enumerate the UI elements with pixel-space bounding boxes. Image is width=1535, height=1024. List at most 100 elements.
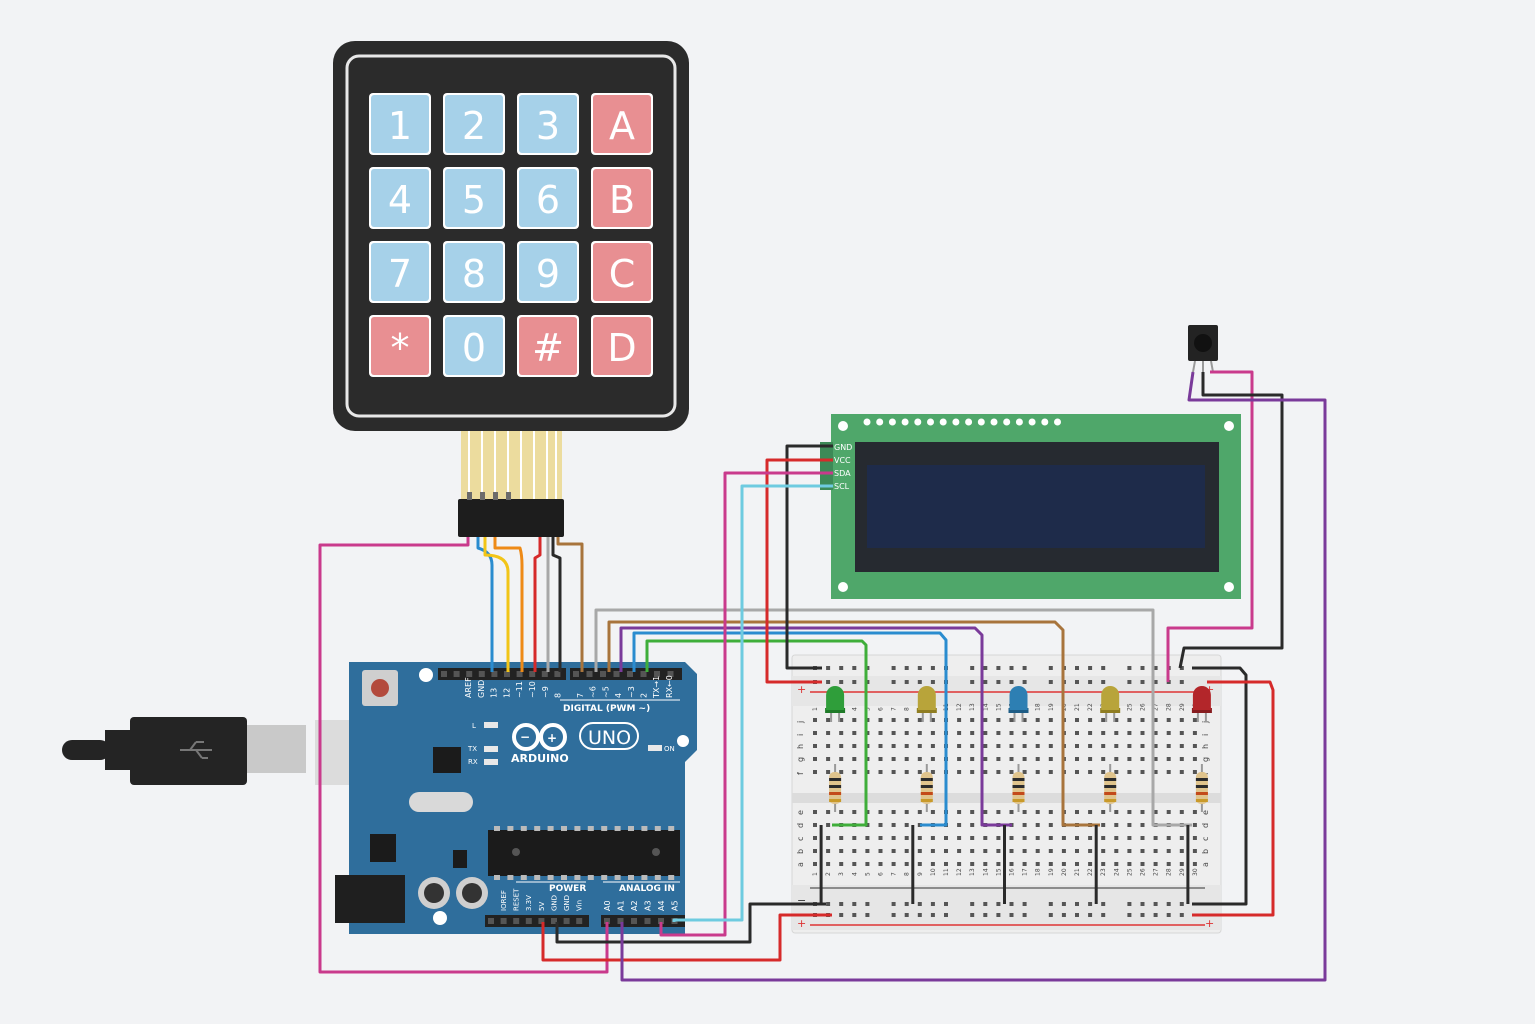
led-label-tx: TX <box>467 745 477 753</box>
wire-magenta-ir[interactable] <box>1166 370 1254 682</box>
breadboard-column-number: 5 <box>864 707 871 711</box>
rail-plus-top-right: + <box>1205 683 1214 696</box>
keypad-key-label: 8 <box>462 252 486 296</box>
breadboard-row-letter: c <box>1201 837 1210 841</box>
ir-receiver[interactable] <box>1188 325 1218 373</box>
led-label-on: ON <box>664 745 675 753</box>
led-olive[interactable] <box>1100 686 1121 722</box>
keypad-key-label: 7 <box>388 252 412 296</box>
wires[interactable] <box>318 370 1327 982</box>
wire-brown-bb[interactable] <box>607 620 1100 827</box>
arduino-model: UNO <box>588 727 631 749</box>
wire-magenta-lcd-sda[interactable] <box>659 471 833 937</box>
keypad-key-label: 2 <box>462 104 486 148</box>
breadboard-column-number: 23 <box>1100 868 1107 876</box>
wire-blue-keypad[interactable] <box>476 537 494 672</box>
breadboard-row-letter: a <box>796 862 805 867</box>
breadboard-column-number: 7 <box>891 707 898 711</box>
wire-yellow-keypad[interactable] <box>483 537 510 672</box>
digital-pin-label: 13 <box>490 688 499 698</box>
led-olive[interactable] <box>916 686 937 722</box>
breadboard-row-letter: j <box>1201 721 1210 724</box>
wire-black-ir[interactable] <box>1178 372 1284 669</box>
wire-grey-bb[interactable] <box>594 608 1192 827</box>
wire-brown-keypad[interactable] <box>556 537 584 672</box>
keypad-key-D[interactable]: D <box>591 315 653 377</box>
keypad-key-6[interactable]: 6 <box>517 167 579 229</box>
keypad-key-0[interactable]: 0 <box>443 315 505 377</box>
keypad-key-label: 4 <box>388 178 412 222</box>
led-blue[interactable] <box>1008 686 1029 722</box>
digital-pin-label: RX←0 <box>665 675 674 698</box>
keypad-key-#[interactable]: # <box>517 315 579 377</box>
breadboard-column-number: 29 <box>1179 703 1186 711</box>
breadboard-components[interactable] <box>819 686 1212 904</box>
breadboard-column-number: 3 <box>838 872 845 876</box>
keypad-key-1[interactable]: 1 <box>369 93 431 155</box>
resistor[interactable] <box>1104 764 1117 812</box>
keypad-key-A[interactable]: A <box>591 93 653 155</box>
wire-red-keypad[interactable] <box>533 537 542 672</box>
wire-red-rail-right[interactable] <box>1192 680 1275 917</box>
wire-magenta-keypad[interactable] <box>318 537 609 974</box>
wire-red-lcd-vcc[interactable] <box>765 458 833 684</box>
resistor[interactable] <box>920 764 933 812</box>
breadboard-row-letter: h <box>1201 744 1210 749</box>
breadboard-row-letter: b <box>796 849 805 854</box>
resistor[interactable] <box>1195 764 1208 812</box>
lcd-pin-vcc: VCC <box>834 456 851 465</box>
led-green[interactable] <box>825 686 846 722</box>
breadboard-row-letter: e <box>1201 810 1210 815</box>
breadboard[interactable]: jjiihhggffeeddccbbaa11223344556677889910… <box>791 654 1222 934</box>
digital-pin-label: 8 <box>554 693 563 698</box>
wire-orange-keypad[interactable] <box>493 537 524 672</box>
resistor[interactable] <box>829 764 842 812</box>
wire-purple-bb[interactable] <box>619 626 1012 827</box>
keypad-key-label: 3 <box>536 104 560 148</box>
breadboard-column-number: 18 <box>1035 868 1042 876</box>
wire-blue-bb[interactable] <box>632 631 948 827</box>
keypad-key-7[interactable]: 7 <box>369 241 431 303</box>
keypad-key-4[interactable]: 4 <box>369 167 431 229</box>
lcd-module[interactable]: GND VCC SDA SCL <box>820 414 1241 599</box>
keypad-key-label: 1 <box>388 104 412 148</box>
keypad-key-5[interactable]: 5 <box>443 167 505 229</box>
breadboard-column-number: 6 <box>878 872 885 876</box>
breadboard-column-number: 1 <box>812 872 819 876</box>
wire-black-lcd-gnd[interactable] <box>785 444 833 670</box>
keypad-key-B[interactable]: B <box>591 167 653 229</box>
led-red[interactable] <box>1191 686 1212 722</box>
keypad-key-3[interactable]: 3 <box>517 93 579 155</box>
keypad-key-2[interactable]: 2 <box>443 93 505 155</box>
breadboard-row-letter: i <box>1201 734 1210 736</box>
lcd-screen <box>867 465 1205 548</box>
breadboard-column-number: 4 <box>851 872 858 876</box>
keypad-key-C[interactable]: C <box>591 241 653 303</box>
keypad-key-*[interactable]: * <box>369 315 431 377</box>
breadboard-column-number: 13 <box>969 868 976 876</box>
resistor[interactable] <box>1012 764 1025 812</box>
breadboard-column-number: 22 <box>1087 703 1094 711</box>
keypad-key-9[interactable]: 9 <box>517 241 579 303</box>
breadboard-column-number: 11 <box>943 868 950 876</box>
keypad-key-8[interactable]: 8 <box>443 241 505 303</box>
wire-green-bb[interactable] <box>645 639 868 827</box>
breadboard-column-number: 6 <box>878 707 885 711</box>
digital-pin-label: 12 <box>502 688 511 698</box>
wire-cyan-lcd-scl[interactable] <box>672 484 833 922</box>
digital-pin-label: AREF <box>464 677 473 698</box>
keypad-key-label: D <box>607 326 636 370</box>
wire-purple-ir[interactable] <box>620 371 1327 982</box>
breadboard-column-number: 7 <box>891 872 898 876</box>
arduino-infinity-icon <box>512 723 567 751</box>
wire-black-rail-right[interactable] <box>1192 666 1248 906</box>
breadboard-row-letter: h <box>796 744 805 749</box>
wire-black-power[interactable] <box>555 902 826 944</box>
breadboard-column-number: 30 <box>1192 868 1199 876</box>
wire-black-keypad[interactable] <box>551 537 562 672</box>
wire-red-power[interactable] <box>541 913 832 962</box>
power-pin-label: 3.3V <box>525 895 533 911</box>
